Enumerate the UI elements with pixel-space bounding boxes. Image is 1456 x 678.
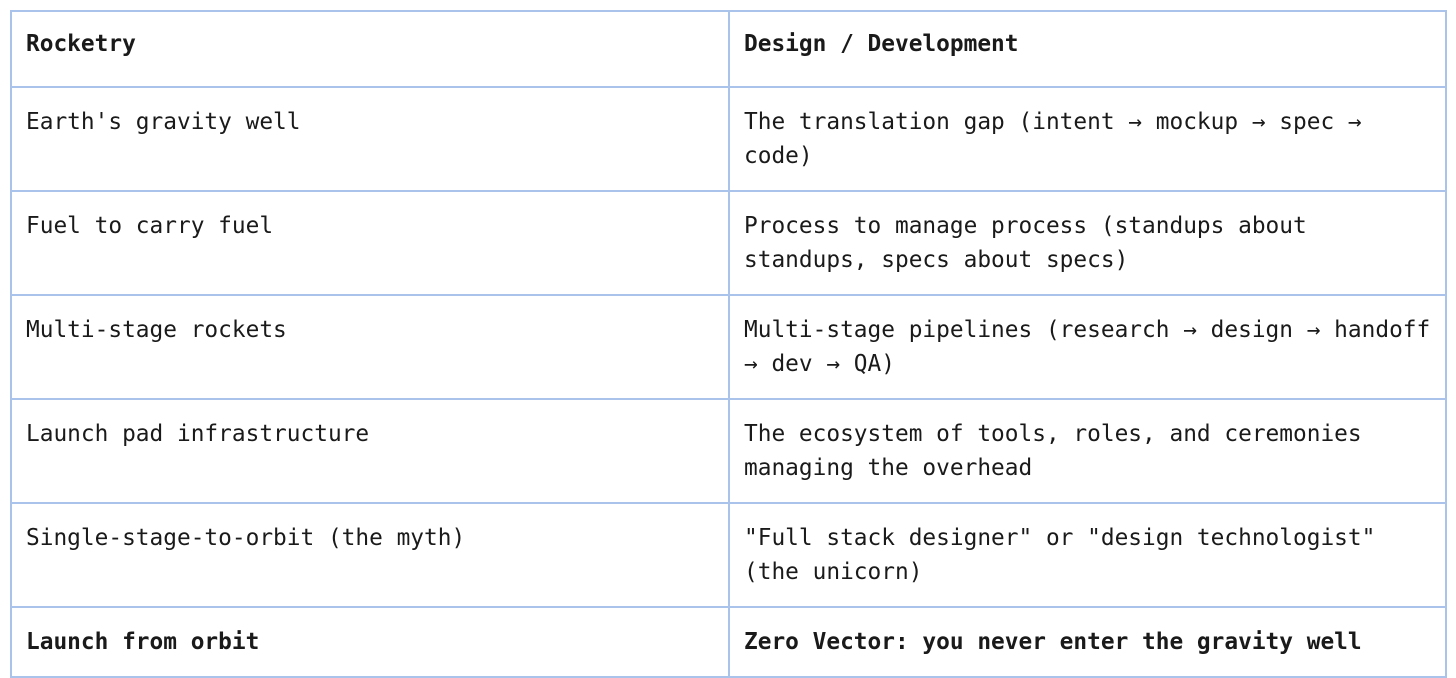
cell-rocketry-text: Launch from orbit [26, 629, 260, 655]
cell-design-development: "Full stack designer" or "design technol… [728, 502, 1447, 608]
table-row: Earth's gravity well The translation gap… [10, 86, 1447, 192]
table-body: Earth's gravity well The translation gap… [10, 86, 1447, 678]
cell-design-development: Process to manage process (standups abou… [728, 190, 1447, 296]
cell-design-development: The ecosystem of tools, roles, and cerem… [728, 398, 1447, 504]
cell-rocketry: Multi-stage rockets [10, 294, 730, 400]
column-header-design-development-label: Design / Development [744, 31, 1019, 57]
cell-design-development-text: Process to manage process (standups abou… [744, 213, 1307, 273]
table-row: Single-stage-to-orbit (the myth) "Full s… [10, 502, 1447, 608]
cell-rocketry: Launch pad infrastructure [10, 398, 730, 504]
cell-rocketry: Launch from orbit [10, 606, 730, 678]
cell-rocketry-text: Earth's gravity well [26, 109, 301, 135]
cell-design-development-text: The translation gap (intent → mockup → s… [744, 109, 1362, 169]
comparison-table: Rocketry Design / Development Earth's gr… [10, 10, 1447, 678]
table-row: Launch pad infrastructure The ecosystem … [10, 398, 1447, 504]
column-header-rocketry: Rocketry [10, 10, 730, 88]
cell-rocketry-text: Single-stage-to-orbit (the myth) [26, 525, 466, 551]
cell-rocketry: Fuel to carry fuel [10, 190, 730, 296]
cell-design-development-text: Multi-stage pipelines (research → design… [744, 317, 1431, 377]
cell-rocketry-text: Launch pad infrastructure [26, 421, 370, 447]
column-header-rocketry-label: Rocketry [26, 31, 136, 57]
cell-design-development-text: The ecosystem of tools, roles, and cerem… [744, 421, 1362, 481]
column-header-design-development: Design / Development [728, 10, 1447, 88]
cell-rocketry: Earth's gravity well [10, 86, 730, 192]
cell-design-development: Multi-stage pipelines (research → design… [728, 294, 1447, 400]
table-header-row: Rocketry Design / Development [10, 10, 1447, 88]
table-row: Fuel to carry fuel Process to manage pro… [10, 190, 1447, 296]
cell-design-development-text: Zero Vector: you never enter the gravity… [744, 629, 1362, 655]
cell-rocketry-text: Fuel to carry fuel [26, 213, 274, 239]
cell-design-development: Zero Vector: you never enter the gravity… [728, 606, 1447, 678]
table-header: Rocketry Design / Development [10, 10, 1447, 88]
table-row: Launch from orbit Zero Vector: you never… [10, 606, 1447, 678]
cell-rocketry-text: Multi-stage rockets [26, 317, 287, 343]
cell-design-development-text: "Full stack designer" or "design technol… [744, 525, 1376, 585]
cell-rocketry: Single-stage-to-orbit (the myth) [10, 502, 730, 608]
cell-design-development: The translation gap (intent → mockup → s… [728, 86, 1447, 192]
table-row: Multi-stage rockets Multi-stage pipeline… [10, 294, 1447, 400]
